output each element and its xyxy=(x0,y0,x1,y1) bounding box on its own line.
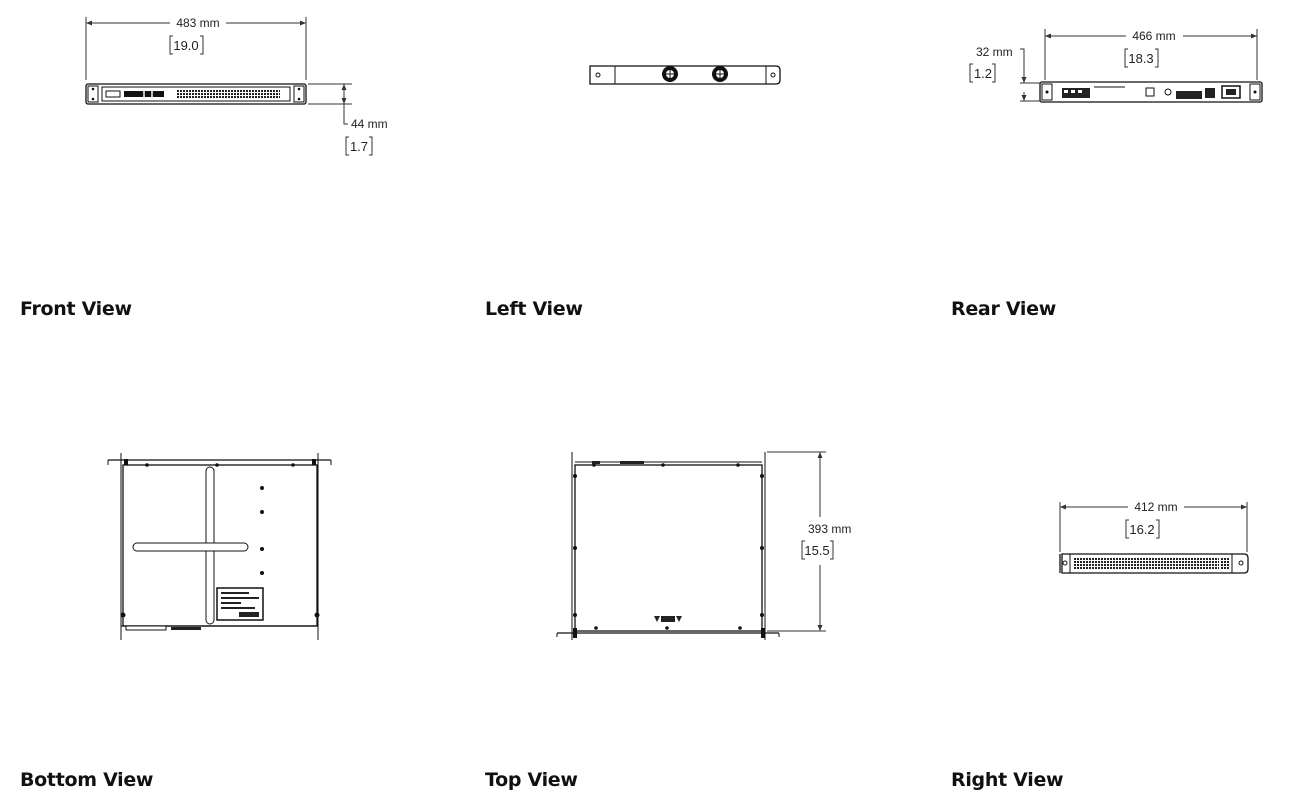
rear-width-in: 18.3 xyxy=(1128,51,1153,66)
rear-width-mm: 466 mm xyxy=(1132,29,1175,43)
right-view-drawing: 412 mm 16.2 xyxy=(1059,500,1249,574)
top-view-label: Top View xyxy=(485,769,578,791)
left-view-label: Left View xyxy=(485,298,583,320)
rear-height-in: 1.2 xyxy=(974,66,992,81)
front-height-in: 1.7 xyxy=(350,139,368,154)
rear-view-label: Rear View xyxy=(951,298,1056,320)
rear-view-drawing: 466 mm 18.3 32 mm 1.2 xyxy=(969,29,1263,103)
top-depth-mm: 393 mm xyxy=(808,522,851,536)
right-width-mm: 412 mm xyxy=(1134,500,1177,514)
front-width-in: 19.0 xyxy=(173,38,198,53)
right-width-in: 16.2 xyxy=(1129,522,1154,537)
top-depth-in: 15.5 xyxy=(804,543,829,558)
top-view-drawing: 393 mm 15.5 xyxy=(556,451,851,640)
right-view-label: Right View xyxy=(951,769,1064,791)
front-width-mm: 483 mm xyxy=(176,16,219,30)
front-height-mm: 44 mm xyxy=(351,117,388,131)
front-view-label: Front View xyxy=(20,298,132,320)
left-view-drawing xyxy=(589,65,781,85)
bottom-view-drawing xyxy=(107,453,332,640)
bottom-view-label: Bottom View xyxy=(20,769,154,791)
front-view-drawing: 483 mm 19.0 44 mm 1.7 xyxy=(85,16,388,156)
rear-height-mm: 32 mm xyxy=(976,45,1013,59)
